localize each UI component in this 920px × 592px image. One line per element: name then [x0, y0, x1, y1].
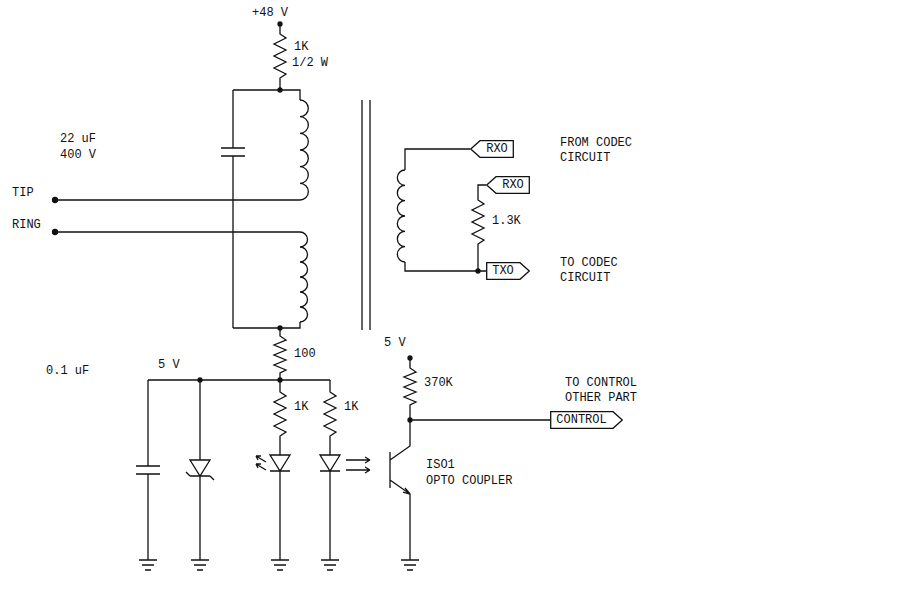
- port-name: TXO: [490, 263, 516, 279]
- resistor-value: 100: [294, 347, 316, 362]
- signal-note: TO CONTROL OTHER PART: [565, 376, 675, 406]
- connector-port: RXO: [470, 140, 514, 158]
- resistor-value: 1.3K: [492, 214, 521, 229]
- ground-symbol: [271, 560, 289, 570]
- phototransistor-symbol: [390, 420, 410, 560]
- transformer-windings: [300, 100, 405, 322]
- junction-dot: [278, 88, 282, 92]
- wire: [233, 322, 300, 328]
- junction-dot: [476, 269, 480, 273]
- transformer-core: [362, 100, 370, 330]
- wire: [55, 200, 300, 232]
- ground-symbol: [191, 560, 209, 570]
- resistor-symbol: [324, 380, 336, 455]
- resistor-value: 370K: [424, 376, 453, 391]
- coil-winding: [300, 232, 308, 322]
- light-arrows: [346, 457, 370, 473]
- capacitance-value: 22 uF: [60, 132, 96, 147]
- power-rating: 1/2 W: [292, 56, 328, 71]
- coil-winding: [397, 170, 405, 262]
- resistor-symbol: [274, 328, 286, 380]
- opto-led-symbol: [320, 455, 340, 560]
- resistor-value: 1K: [294, 40, 308, 55]
- resistor-symbol: [274, 24, 286, 90]
- port-name: CONTROL: [554, 412, 609, 428]
- supply-bus: [148, 379, 330, 380]
- zener-diode-symbol: [186, 380, 214, 560]
- terminal-name: TIP: [12, 186, 34, 201]
- resistor-symbol: [404, 358, 550, 420]
- connector-port: RXO: [486, 176, 530, 194]
- signal-note: FROM CODEC CIRCUIT: [560, 136, 660, 166]
- resistor-value: 1K: [344, 400, 358, 415]
- voltage-rating: 400 V: [60, 148, 96, 163]
- ground-symbol: [321, 560, 339, 570]
- signal-note: TO CODEC CIRCUIT: [560, 256, 660, 286]
- supply-voltage: +48 V: [252, 6, 288, 21]
- port-name: RXO: [500, 177, 526, 193]
- part-name: OPTO COUPLER: [426, 474, 512, 489]
- ground-symbols: [139, 560, 419, 570]
- resistor-symbol: [472, 185, 486, 271]
- supply-voltage: 5 V: [384, 336, 406, 351]
- capacitance-value: 0.1 uF: [46, 364, 89, 379]
- connector-port: CONTROL: [550, 411, 623, 429]
- led-symbol: [270, 455, 290, 560]
- terminal-name: RING: [12, 218, 41, 233]
- coil-winding: [300, 100, 308, 200]
- wire: [405, 149, 470, 170]
- supply-voltage: 5 V: [158, 358, 180, 373]
- ground-symbol: [401, 560, 419, 570]
- ground-symbol: [139, 560, 157, 570]
- wire: [405, 262, 486, 271]
- port-name: RXO: [484, 141, 510, 157]
- connector-port: TXO: [486, 262, 530, 280]
- capacitor-symbol: [221, 90, 245, 328]
- wire: [233, 90, 300, 100]
- part-id: ISO1: [426, 458, 455, 473]
- light-arrows: [256, 456, 266, 470]
- resistor-symbol: [274, 380, 286, 455]
- capacitor-symbol: [136, 380, 160, 560]
- resistor-value: 1K: [294, 400, 308, 415]
